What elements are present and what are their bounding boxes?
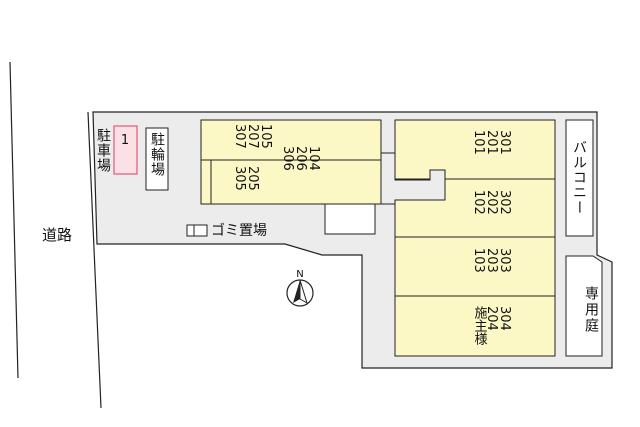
unit-number: 施主様	[472, 306, 488, 345]
left-units-block	[200, 119, 382, 205]
unit-number: 201	[484, 130, 499, 155]
bicycle-parking-box	[145, 127, 169, 191]
unit-number: 204	[484, 306, 499, 331]
road-label: 道路	[42, 226, 72, 244]
unit-number: 206	[293, 146, 308, 171]
open-space	[324, 203, 376, 235]
unit-number: 301	[497, 130, 512, 155]
private-garden-area	[565, 255, 603, 357]
unit-number: 302	[497, 190, 512, 215]
unit-number: 202	[484, 190, 499, 215]
unit-number: 305	[232, 166, 247, 191]
parking-label: 駐車場	[95, 128, 111, 173]
unit-number: 103	[471, 248, 486, 273]
unit-number: 306	[280, 146, 295, 171]
unit-number: 304	[497, 306, 512, 331]
private-garden-label: 専用庭	[583, 286, 599, 334]
parking-space-number: 1	[121, 133, 129, 148]
road-edge-right	[87, 111, 102, 409]
garbage-label: ゴミ置場	[211, 222, 267, 239]
balcony-label: バルコニー	[571, 140, 587, 215]
parking-space	[113, 125, 138, 175]
unit-number: 101	[471, 130, 486, 155]
bicycle-parking-label: 駐輪場	[149, 132, 165, 177]
unit-number: 207	[245, 124, 260, 149]
unit-number: 307	[232, 124, 247, 149]
road-edge-left	[9, 61, 19, 379]
unit-number: 303	[497, 248, 512, 273]
right-units-block	[394, 119, 556, 357]
unit-number: 105	[258, 124, 273, 149]
north-label: N	[296, 269, 303, 280]
unit-number: 104	[306, 146, 321, 171]
north-arrow-icon	[286, 279, 314, 307]
unit-number: 102	[471, 190, 486, 215]
balcony-area	[565, 119, 594, 237]
unit-labels: 3072071053062061043052053012011013022021…	[232, 124, 512, 345]
unit-number: 203	[484, 248, 499, 273]
unit-number: 205	[245, 166, 260, 191]
trash-bin-icon	[186, 224, 208, 237]
corridor	[380, 152, 446, 205]
